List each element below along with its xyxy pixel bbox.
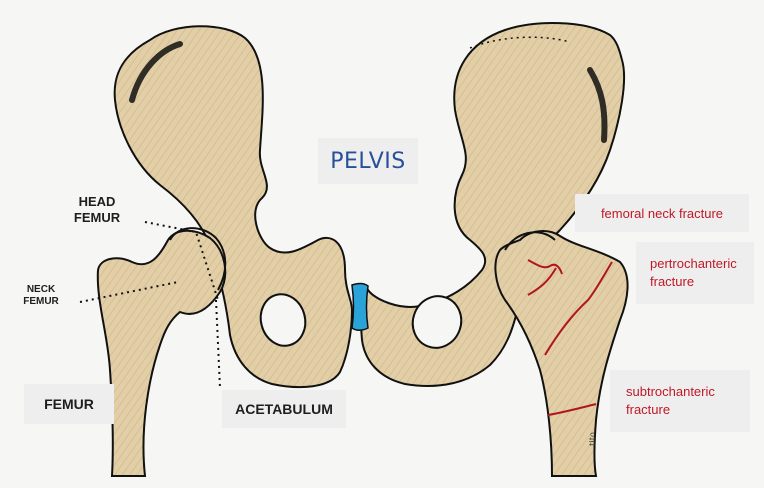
- pubic-symphysis: [352, 284, 368, 331]
- neck-femur-label: NECK FEMUR: [16, 276, 66, 316]
- artist-signature: tito: [588, 432, 597, 446]
- subtrochanteric-fracture-label: subtrochanteric fracture: [610, 370, 750, 432]
- femoral-neck-fracture-label: femoral neck fracture: [575, 194, 749, 232]
- left-femur: [98, 231, 225, 476]
- acetabulum-pointer: [216, 300, 220, 388]
- femur-label: FEMUR: [24, 384, 114, 424]
- pertrochanteric-fracture-label: pertrochanteric fracture: [636, 242, 754, 304]
- acetabulum-label: ACETABULUM: [222, 390, 346, 428]
- head-femur-label: HEAD FEMUR: [66, 185, 128, 235]
- pelvis-title: PELVIS: [318, 138, 418, 184]
